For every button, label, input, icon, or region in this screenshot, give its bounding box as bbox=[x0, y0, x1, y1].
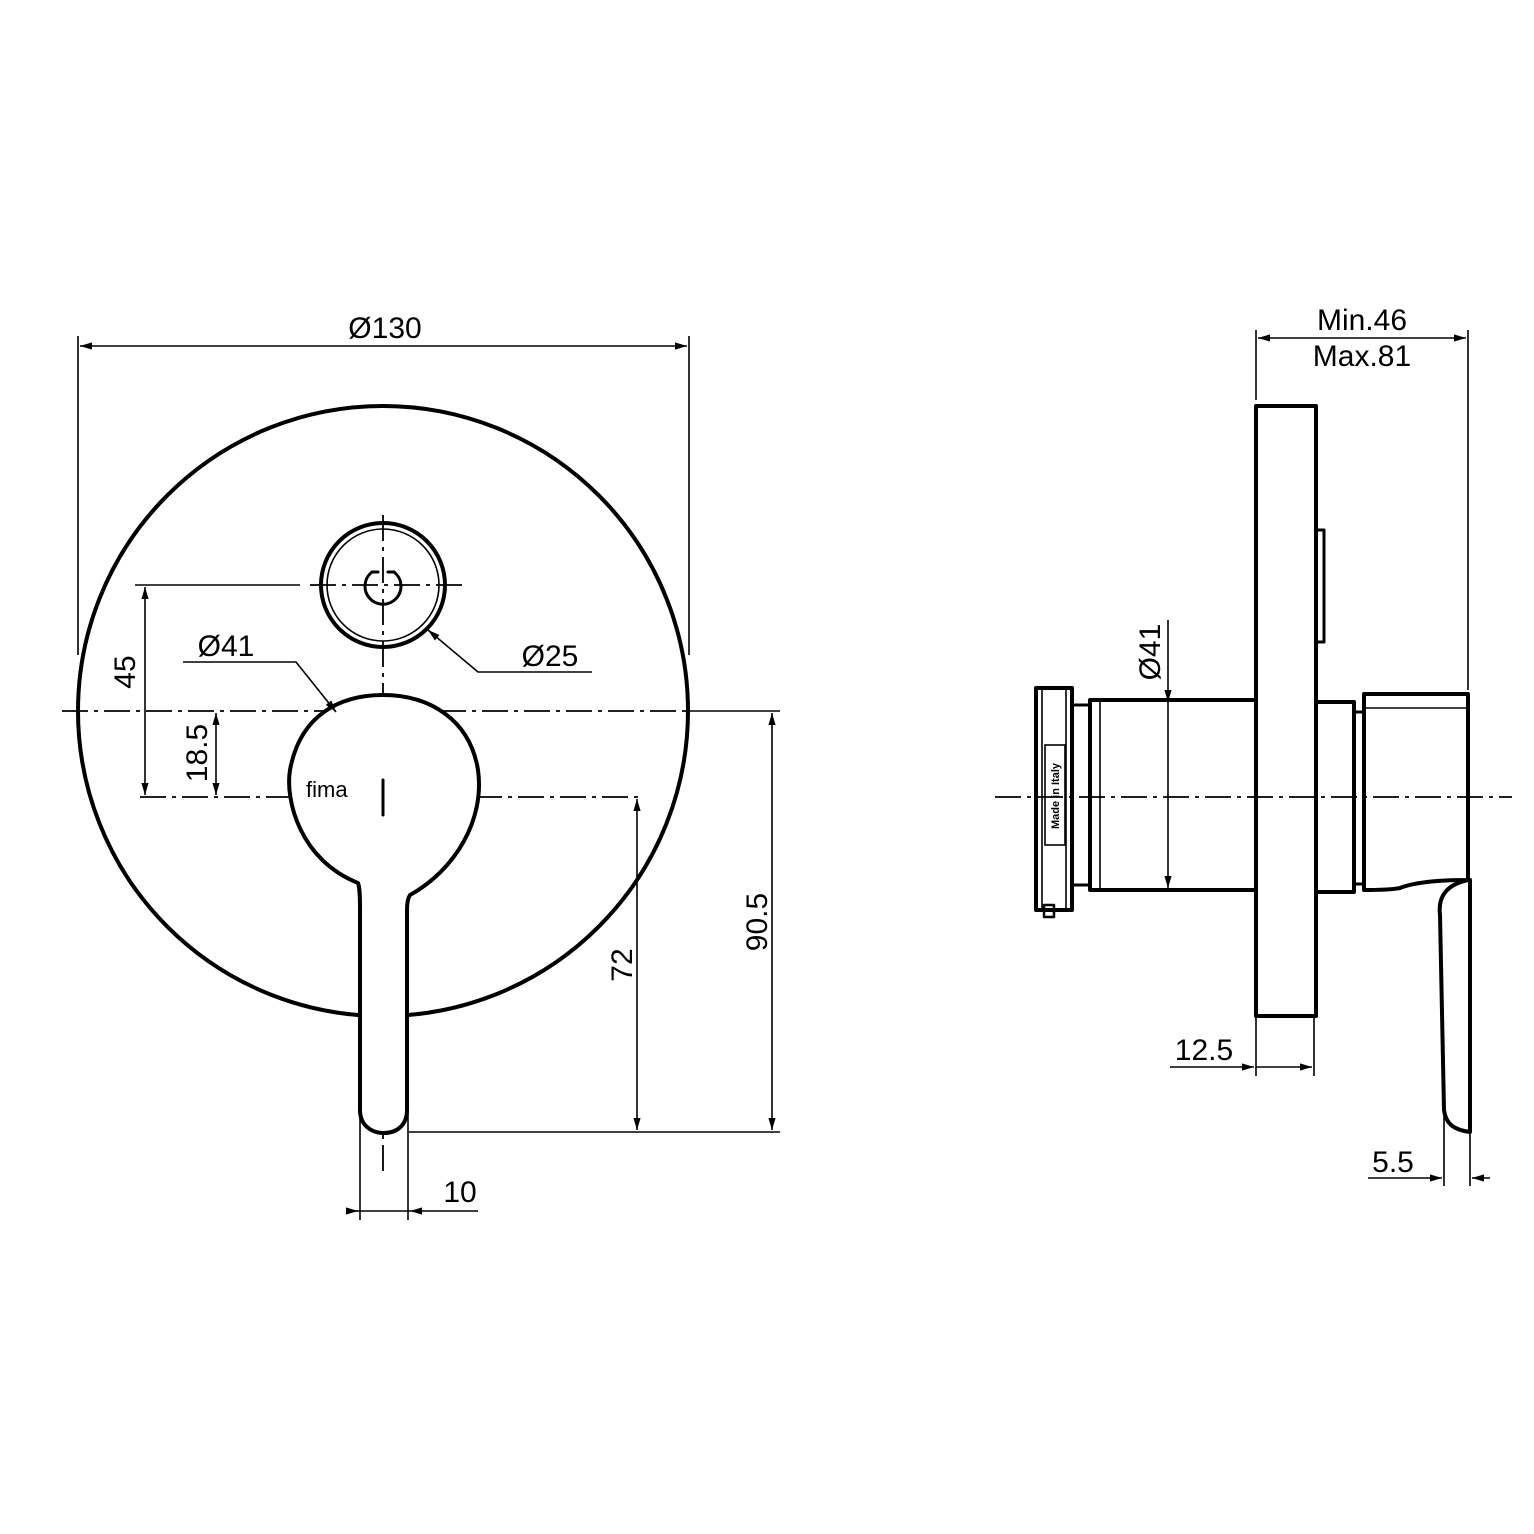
svg-text:10: 10 bbox=[443, 1176, 476, 1209]
dim-plate-thickness: 12.5 bbox=[1170, 1016, 1315, 1076]
cartridge-body bbox=[1070, 698, 1258, 892]
svg-text:Ø41: Ø41 bbox=[198, 630, 255, 663]
dim-hub-diameter: Ø41 bbox=[183, 630, 337, 713]
dim-knob-diameter: Ø25 bbox=[427, 629, 592, 673]
handle-body-side bbox=[1314, 692, 1472, 1134]
front-view: fima Ø130 45 18.5 Ø41 Ø25 bbox=[62, 312, 780, 1220]
diverter-knob-side bbox=[1314, 528, 1326, 644]
svg-text:12.5: 12.5 bbox=[1175, 1034, 1233, 1067]
svg-text:Min.46: Min.46 bbox=[1317, 304, 1407, 337]
dim-plate-diameter: Ø130 bbox=[77, 312, 690, 655]
svg-text:90.5: 90.5 bbox=[741, 893, 774, 951]
svg-text:5.5: 5.5 bbox=[1372, 1146, 1414, 1179]
brand-logo: fima bbox=[306, 777, 348, 802]
cartridge-cap: Made in Italy bbox=[1034, 686, 1074, 919]
dim-lever-tip: 5.5 bbox=[1368, 1112, 1490, 1186]
svg-text:Ø130: Ø130 bbox=[348, 312, 421, 345]
dim-diverter-offset: 45 bbox=[109, 584, 300, 795]
svg-text:Ø25: Ø25 bbox=[522, 640, 579, 673]
dim-hub-offset: 18.5 bbox=[181, 713, 220, 795]
dim-body-diameter: Ø41 bbox=[1134, 620, 1172, 888]
svg-text:18.5: 18.5 bbox=[181, 724, 214, 782]
dim-depth: Min.46 Max.81 bbox=[1255, 304, 1469, 690]
side-view: Made in Italy Min.46 Max.81 Ø41 bbox=[995, 304, 1512, 1186]
svg-text:45: 45 bbox=[109, 655, 142, 688]
dim-lever-width: 10 bbox=[346, 1112, 478, 1220]
svg-text:Made in Italy: Made in Italy bbox=[1050, 762, 1062, 829]
svg-text:Ø41: Ø41 bbox=[1134, 624, 1167, 681]
cover-plate-side bbox=[1254, 404, 1318, 1018]
mixer-handle bbox=[287, 693, 481, 1135]
svg-text:72: 72 bbox=[606, 948, 639, 981]
dim-overall-height: 90.5 bbox=[646, 710, 780, 1133]
svg-text:Max.81: Max.81 bbox=[1313, 340, 1411, 373]
dim-lever-length: 72 bbox=[409, 799, 646, 1133]
